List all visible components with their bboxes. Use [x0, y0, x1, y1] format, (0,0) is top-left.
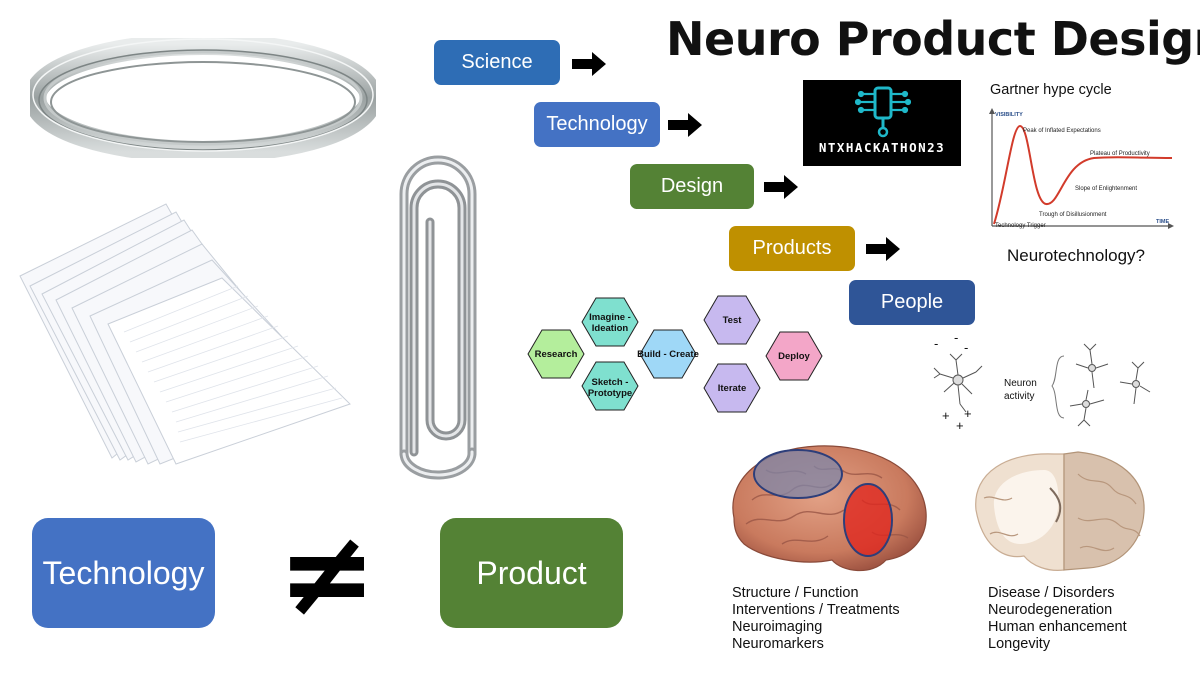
hackathon-logo-text: NTXHACKATHON23	[818, 140, 946, 155]
page-title: Neuro Product Design	[666, 12, 1200, 66]
chip-circuit-icon	[855, 86, 911, 138]
design-cycle-hexagons: Research Imagine - Ideation Sketch - Pro…	[527, 295, 823, 413]
hex-label-iterate: Iterate	[718, 383, 747, 394]
hex-research	[527, 329, 585, 379]
not-equal-icon: ≠	[277, 504, 377, 642]
list-item: Longevity	[988, 636, 1051, 652]
list-item: Disease / Disorders	[988, 585, 1115, 601]
neuron-label-2: activity	[1004, 391, 1035, 402]
plus-sign: +	[956, 418, 964, 433]
list-item: Structure / Function	[732, 585, 859, 601]
list-item: Interventions / Treatments	[732, 602, 900, 618]
arrow-right-icon	[668, 113, 702, 137]
list-item: Human enhancement	[988, 619, 1127, 635]
hex-label-deploy: Deploy	[778, 351, 810, 362]
arrow-right-icon	[866, 237, 900, 261]
list-item: Neurodegeneration	[988, 602, 1113, 618]
hex-test	[703, 295, 761, 345]
flow-step-technology: Technology	[534, 102, 660, 147]
plus-sign: +	[942, 408, 950, 423]
gartner-phase-label: Plateau of Productivity	[1090, 151, 1150, 157]
hex-iterate	[703, 363, 761, 413]
minus-sign: -	[964, 340, 968, 355]
neurotechnology-question: Neurotechnology?	[1007, 246, 1145, 265]
neuron-label-1: Neuron	[1004, 378, 1037, 389]
hackathon-logo: NTXHACKATHON23	[803, 80, 961, 166]
hex-imagine	[581, 297, 639, 347]
brain-topics-list: Structure / Function Interventions / Tre…	[732, 585, 900, 653]
gartner-phase-label: Technology Trigger	[995, 223, 1046, 229]
gartner-hype-cycle-chart: VISIBILITY TIME Peak of Inflated Expecta…	[989, 108, 1174, 229]
gartner-phase-label: Peak of Inflated Expectations	[1023, 128, 1101, 134]
hex-sketch	[581, 361, 639, 411]
wire-coil-image	[30, 38, 376, 158]
hex-label-imagine: Imagine -	[589, 312, 631, 323]
brain-section-image	[975, 451, 1145, 571]
flow-step-products: Products	[729, 226, 855, 271]
list-item: Neuromarkers	[732, 636, 824, 652]
gartner-y-axis: VISIBILITY	[995, 112, 1023, 118]
flow-step-design: Design	[630, 164, 754, 209]
list-item: Neuroimaging	[732, 619, 823, 635]
arrow-right-icon	[572, 52, 606, 76]
paperclip-image	[399, 155, 477, 480]
disease-topics-list: Disease / Disorders Neurodegeneration Hu…	[988, 585, 1127, 653]
arrow-right-icon	[764, 175, 798, 199]
technology-box: Technology	[32, 518, 215, 628]
hex-label-build: Build - Create	[637, 349, 699, 360]
flow-step-science: Science	[434, 40, 560, 85]
neuron-network-icon	[1069, 343, 1151, 427]
hex-label-prototype: Prototype	[588, 388, 632, 399]
brain-image	[732, 445, 927, 572]
minus-sign: -	[954, 334, 958, 345]
flow-step-people: People	[849, 280, 975, 325]
neuron-icon	[933, 353, 983, 413]
paper-stack-image	[19, 203, 351, 465]
hex-label-ideation: Ideation	[592, 323, 629, 334]
hex-deploy	[765, 331, 823, 381]
brain-region-highlight-red	[843, 483, 893, 557]
gartner-title: Gartner hype cycle	[990, 82, 1112, 98]
product-box: Product	[440, 518, 623, 628]
hex-label-research: Research	[535, 349, 578, 360]
hex-build	[639, 329, 697, 379]
minus-sign: -	[934, 336, 938, 351]
gartner-phase-label: Slope of Enlightenment	[1075, 186, 1137, 192]
hex-label-sketch: Sketch -	[592, 377, 629, 388]
brain-region-highlight-blue	[753, 449, 843, 499]
hex-label-test: Test	[723, 315, 743, 326]
gartner-x-axis: TIME	[1156, 219, 1169, 225]
plus-sign: +	[964, 406, 972, 421]
gartner-phase-label: Trough of Disillusionment	[1039, 212, 1107, 218]
neuron-activity-diagram: - - - + + + Neuron activity	[933, 334, 1151, 433]
